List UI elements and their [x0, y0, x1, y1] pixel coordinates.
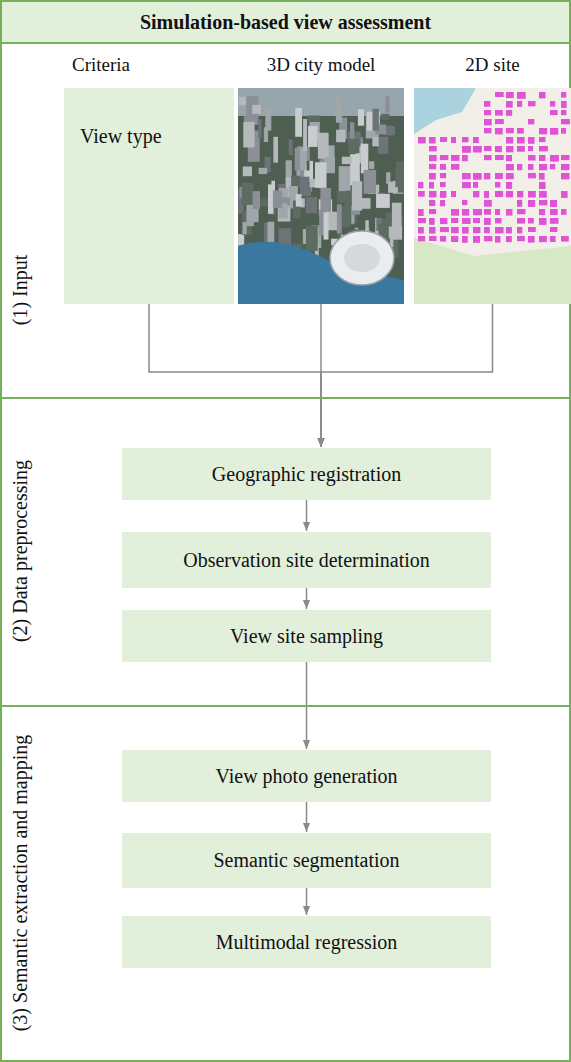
criteria-box: CriteriaView type — [64, 88, 234, 304]
box-text: Multimodal regression — [216, 931, 398, 954]
flow-arrow — [306, 500, 308, 531]
box-text: View type — [80, 125, 222, 148]
flow-arrow — [306, 588, 308, 609]
title-band: Simulation-based view assessment — [2, 2, 569, 42]
section-label: (1) Input — [9, 255, 32, 326]
process-box: View site sampling — [122, 610, 491, 662]
section-label: (3) Semantic extraction and mapping — [9, 735, 32, 1032]
site-map-image — [414, 88, 571, 304]
process-box: Semantic segmentation — [122, 833, 491, 888]
image-heading: 2D site — [414, 54, 571, 76]
flow-arrow — [321, 304, 493, 447]
process-box: Observation site determination — [122, 532, 491, 588]
box-text: View site sampling — [230, 625, 383, 648]
box-text: Semantic segmentation — [213, 849, 399, 872]
process-box: View photo generation — [122, 750, 491, 802]
section-band: (2) Data preprocessing Geographic registr… — [0, 397, 571, 705]
flow-arrow — [306, 888, 308, 915]
diagram-title: Simulation-based view assessment — [140, 11, 431, 34]
section-label: (2) Data preprocessing — [9, 460, 32, 642]
process-box: Multimodal regression — [122, 916, 491, 968]
process-box: Geographic registration — [122, 448, 491, 500]
image-heading: 3D city model — [238, 54, 404, 76]
flow-arrow — [306, 662, 308, 749]
flow-arrow — [149, 304, 321, 447]
image-box: 2D site — [414, 88, 571, 304]
box-heading: Criteria — [72, 54, 130, 76]
box-text: Observation site determination — [183, 549, 430, 572]
image-box: 3D city model — [238, 88, 404, 304]
section-band: (3) Semantic extraction and mapping View … — [0, 705, 571, 1062]
section-band: (1) InputCriteriaView type3D city model2… — [0, 42, 571, 397]
box-text: Geographic registration — [212, 463, 401, 486]
city-model-image — [238, 88, 404, 304]
flow-arrow — [306, 802, 308, 832]
box-text: View photo generation — [215, 765, 397, 788]
